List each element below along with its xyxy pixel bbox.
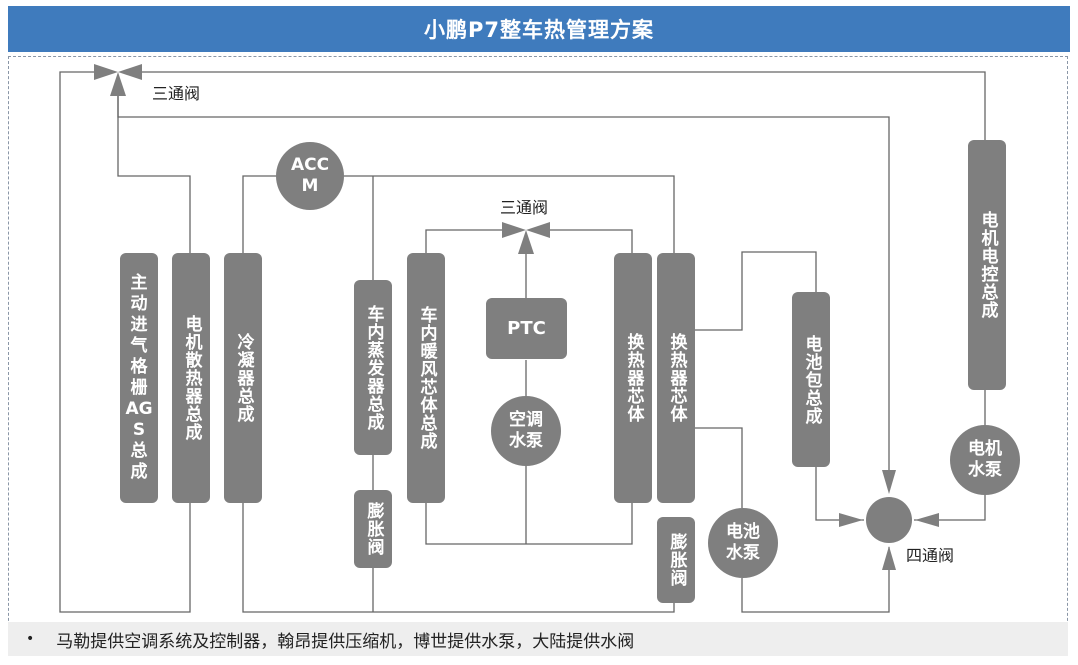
- accm-compressor: ACCM: [276, 142, 344, 210]
- heater-core-assembly: 车内暖风芯体总成: [407, 253, 445, 503]
- expansion-valve-1: 膨胀阀: [354, 490, 392, 568]
- pipe-hx-pump: [694, 427, 743, 508]
- pipe-motorpump-fourway: [914, 495, 986, 521]
- pipe-pump-fourway: [741, 547, 890, 613]
- pipe-hx-top: [546, 229, 633, 256]
- motor-water-pump: 电机水泵: [950, 425, 1020, 495]
- four-way-valve: [839, 470, 939, 570]
- pipe-heater-top: [425, 229, 506, 256]
- footer-note: • 马勒提供空调系统及控制器，翰昂提供压缩机，博世提供水泵，大陆提供水阀: [8, 622, 1068, 656]
- pipe-battery-fourway: [815, 466, 864, 521]
- pipe-long-right: [117, 92, 890, 490]
- motor-radiator-assembly: 电机散热器总成: [172, 253, 210, 503]
- three-way-valve-2-label: 三通阀: [500, 198, 549, 217]
- condenser-assembly: 冷凝器总成: [224, 253, 262, 503]
- three-way-valve-1-label: 三通阀: [152, 84, 201, 103]
- pipe-top-right: [130, 71, 986, 140]
- battery-water-pump: 电池水泵: [708, 508, 778, 578]
- battery-pack-assembly: 电池包总成: [792, 292, 830, 467]
- ags-assembly: 主动进气格栅AGS总成: [120, 253, 158, 503]
- four-way-valve-label: 四通阀: [906, 546, 955, 565]
- pipe-hx-battery: [694, 251, 817, 331]
- footer-text: 马勒提供空调系统及控制器，翰昂提供压缩机，博世提供水泵，大陆提供水阀: [56, 631, 635, 652]
- three-way-valve-2: [502, 222, 550, 254]
- evaporator-assembly: 车内蒸发器总成: [354, 280, 392, 455]
- ac-water-pump: 空调水泵: [491, 396, 561, 466]
- pipe-outer-top: [59, 71, 191, 613]
- footer-bullet: •: [26, 631, 35, 647]
- ptc-heater: PTC: [486, 298, 567, 359]
- page-title: 小鹏P7整车热管理方案: [8, 6, 1070, 52]
- motor-controller-assembly: 电机电控总成: [968, 140, 1006, 390]
- heat-exchanger-core-2: 换热器芯体: [657, 253, 695, 503]
- pipe-bottom-return: [242, 503, 675, 613]
- expansion-valve-2: 膨胀阀: [657, 517, 695, 603]
- pipe-accm-condenser: [242, 175, 279, 256]
- pipe-accm-right: [343, 175, 675, 256]
- heat-exchanger-core-1: 换热器芯体: [614, 253, 652, 503]
- three-way-valve-1: [94, 64, 142, 96]
- pipe-heater-bottom: [425, 503, 633, 545]
- pipe-radiator-feed: [117, 92, 191, 256]
